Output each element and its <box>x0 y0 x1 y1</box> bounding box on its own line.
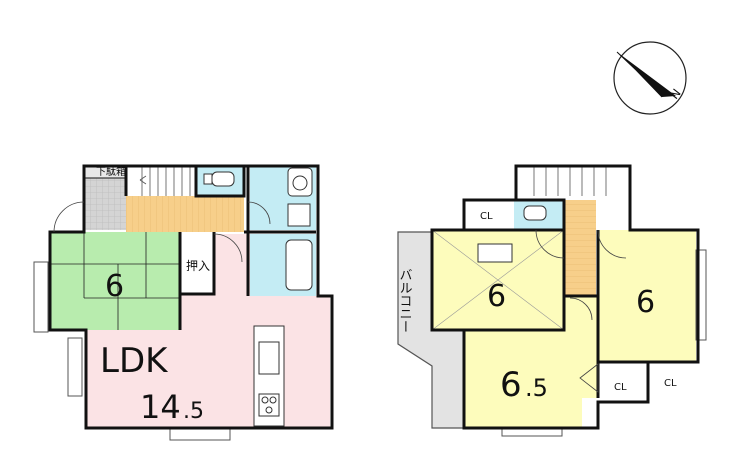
closet-top-label: CL <box>480 211 493 222</box>
tatami-room-size: 6 <box>105 269 124 304</box>
balcony-label: バルコニー <box>397 268 413 333</box>
corridor-floor1 <box>126 196 244 232</box>
attic-hatch <box>477 243 513 263</box>
stove-icon <box>258 393 280 417</box>
stairs-floor1 <box>126 166 196 196</box>
bedroom-right-window <box>695 249 707 341</box>
ldk-size-fraction: .5 <box>183 399 204 424</box>
floor1-walls <box>48 164 334 430</box>
entrance-floor <box>84 178 126 230</box>
closet-right <box>648 362 696 402</box>
ldk-label: LDK <box>100 341 169 381</box>
toilet-icon-floor2 <box>523 205 547 221</box>
closet-top <box>464 200 514 230</box>
bathtub-icon <box>285 239 313 291</box>
compass: N <box>613 41 687 115</box>
kitchen-sink-icon <box>258 341 280 375</box>
closet-label: 押入 <box>186 259 210 273</box>
tatami-window <box>33 261 49 333</box>
bedroom-right-size: 6 <box>636 285 655 320</box>
ldk-window-left <box>67 337 83 397</box>
corridor-floor2 <box>564 200 596 296</box>
floor1-doors <box>53 201 271 263</box>
bedroom-right <box>598 230 696 362</box>
bedroom-left-size: 6 <box>487 279 506 314</box>
floor2-doors <box>535 229 627 393</box>
floor-1-plan: 下駄箱 6 押入 LDK 14 <box>33 164 334 441</box>
floor-2-plan: バルコニー CL 6 6 6 .5 CL CL <box>397 164 707 437</box>
closet-right-label: CL <box>664 378 677 389</box>
closet-oshiire <box>180 232 214 294</box>
ldk-size-main: 14 <box>140 388 181 426</box>
stairs-floor2 <box>516 166 630 196</box>
tatami-mats <box>50 232 180 330</box>
floor2-walls <box>430 164 700 430</box>
bedroom-bottom-size-fraction: .5 <box>525 374 548 402</box>
shoe-box-label: 下駄箱 <box>96 165 126 178</box>
bedroom-bottom-size-main: 6 <box>500 365 522 405</box>
ldk-window-bottom <box>169 427 231 441</box>
stairs-steps-floor2 <box>533 166 607 196</box>
washing-machine-icon <box>287 203 311 227</box>
tatami-room <box>50 232 180 330</box>
stairs-steps <box>139 166 191 196</box>
toilet-icon <box>211 171 235 187</box>
closet-mid-label: CL <box>614 382 627 393</box>
compass-needle-icon <box>617 52 676 97</box>
